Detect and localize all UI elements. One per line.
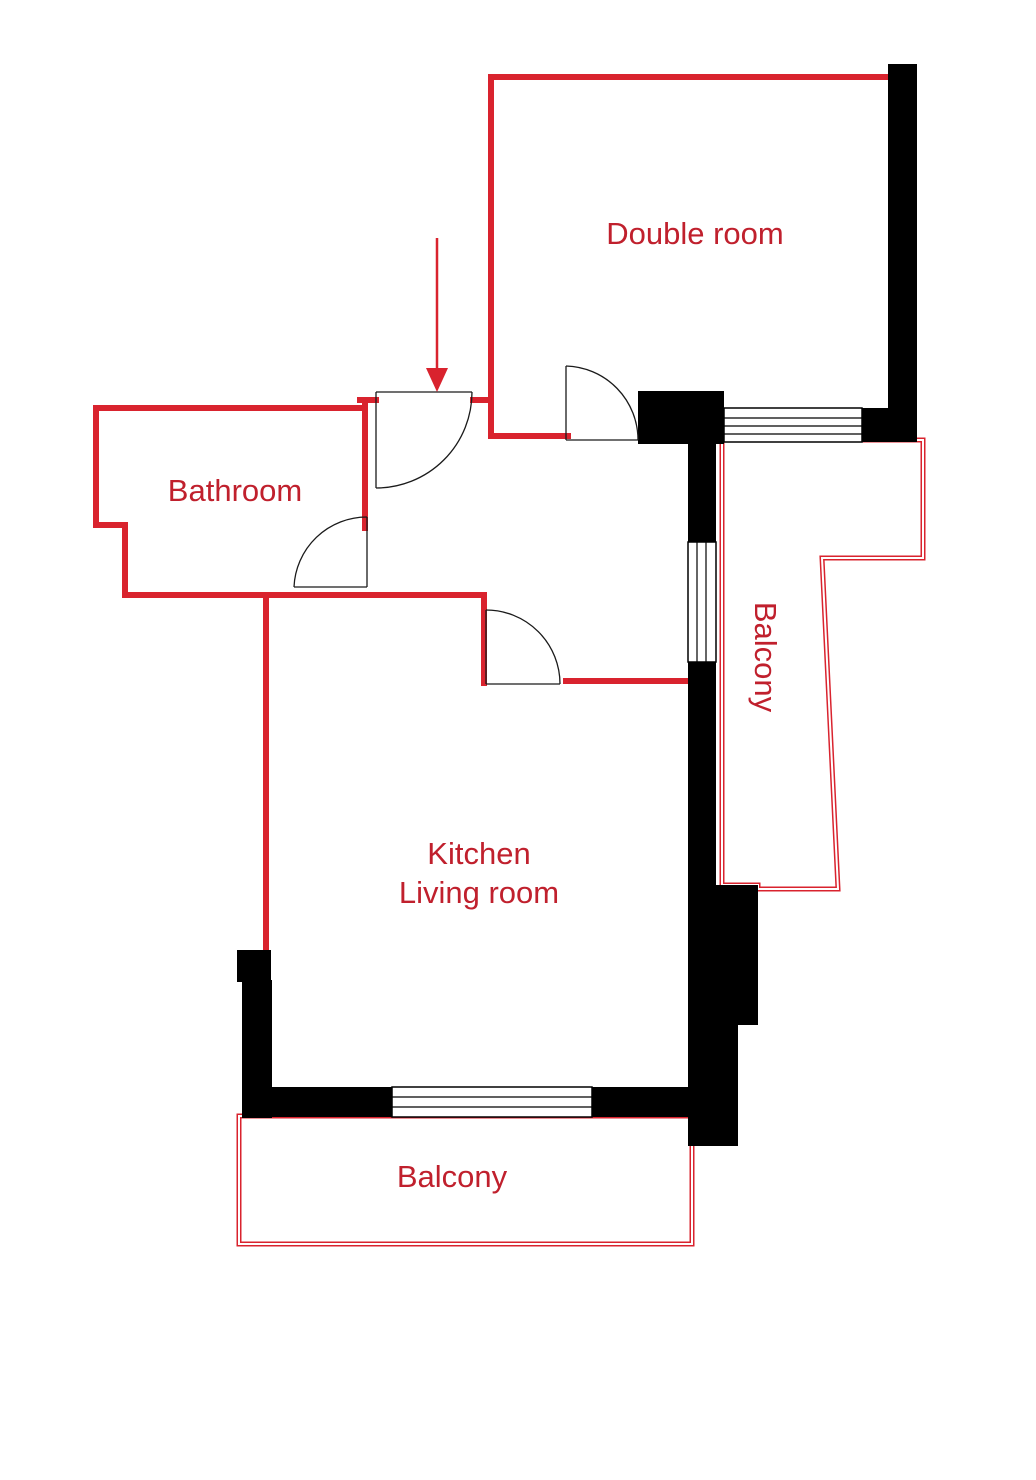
window-double-room [723,407,863,443]
structural-wall [688,662,716,1146]
structural-wall [714,1023,738,1146]
structural-wall [237,950,271,982]
structural-column [638,391,724,444]
structural-wall [688,442,716,542]
kitchen-north-wall [263,592,487,953]
entrance-arrow-icon [426,238,448,392]
window-kitchen [391,1086,593,1118]
room-label-living-room: Living room [399,875,559,910]
structural-wall [592,1087,690,1117]
entrance-door [375,391,473,489]
structural-wall [714,885,758,1025]
double-room-wall [488,74,892,439]
room-label-balcony-side: Balcony [748,602,783,713]
kitchen-door [485,609,561,685]
structural-wall [888,64,917,442]
window-corridor-east [687,541,717,663]
structural-wall [242,1087,392,1117]
double-room-door [565,365,639,441]
room-label-bathroom: Bathroom [168,473,302,508]
bathroom-door [293,516,368,588]
room-label-double-room: Double room [606,216,783,251]
structural-wall [862,408,917,442]
room-label-balcony-bottom: Balcony [397,1159,508,1194]
room-label-kitchen: Kitchen [427,836,530,871]
